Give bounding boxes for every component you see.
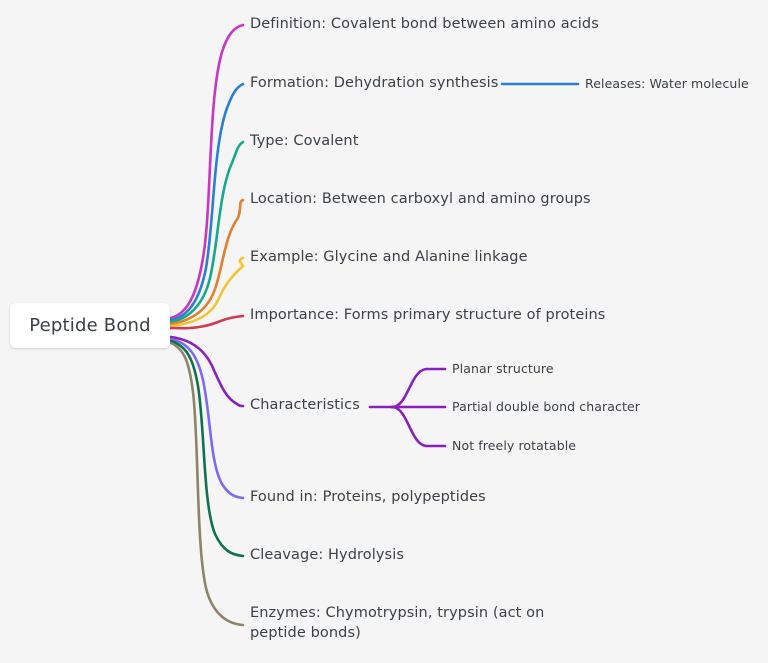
node-planar-structure-label: Planar structure: [452, 361, 554, 376]
edge-definition: [169, 23, 245, 320]
node-definition-label: Definition: Covalent bond between amino …: [250, 16, 599, 32]
edge-importance: [169, 314, 245, 330]
node-type[interactable]: Type: Covalent: [250, 132, 359, 152]
node-location-label: Location: Between carboxyl and amino gro…: [250, 191, 591, 207]
edge-found-in: [169, 337, 245, 500]
node-location[interactable]: Location: Between carboxyl and amino gro…: [250, 190, 591, 210]
node-characteristics-label: Characteristics: [250, 397, 360, 413]
edge-type: [169, 140, 245, 324]
node-cleavage[interactable]: Cleavage: Hydrolysis: [250, 546, 404, 566]
node-example[interactable]: Example: Glycine and Alanine linkage: [250, 248, 528, 268]
sub-branch-edges-characteristics: [368, 367, 447, 448]
node-type-label: Type: Covalent: [250, 133, 359, 149]
node-partial-double-bond-character-label: Partial double bond character: [452, 399, 641, 414]
node-releases-label: Releases: Water molecule: [585, 76, 749, 91]
node-formation[interactable]: Formation: Dehydration synthesis: [250, 74, 498, 94]
node-cleavage-label: Cleavage: Hydrolysis: [250, 547, 404, 563]
node-formation-label: Formation: Dehydration synthesis: [250, 75, 499, 91]
node-found-in[interactable]: Found in: Proteins, polypeptides: [250, 488, 486, 508]
edge-cleavage: [169, 339, 245, 558]
node-planar-structure[interactable]: Planar structure: [452, 361, 554, 378]
branch-edges: [169, 23, 245, 627]
edge-characteristics: [169, 335, 245, 408]
edge-not-freely-rotatable: [390, 405, 447, 448]
node-enzymes[interactable]: Enzymes: Chymotrypsin, trypsin (act on p…: [250, 604, 602, 643]
root-node[interactable]: Peptide Bond: [10, 303, 170, 348]
node-not-freely-rotatable[interactable]: Not freely rotatable: [452, 438, 576, 455]
node-releases[interactable]: Releases: Water molecule: [585, 76, 749, 93]
node-partial-double-bond-character[interactable]: Partial double bond character: [452, 399, 640, 416]
edge-planar-structure: [390, 367, 447, 409]
edge-location: [169, 198, 245, 326]
node-importance[interactable]: Importance: Forms primary structure of p…: [250, 306, 605, 326]
edge-example: [169, 256, 245, 328]
edge-enzymes: [169, 341, 245, 627]
node-example-label: Example: Glycine and Alanine linkage: [250, 249, 528, 265]
edge-formation: [169, 82, 245, 322]
node-characteristics[interactable]: Characteristics: [250, 396, 360, 416]
node-definition[interactable]: Definition: Covalent bond between amino …: [250, 15, 599, 35]
node-importance-label: Importance: Forms primary structure of p…: [250, 307, 606, 323]
node-found-in-label: Found in: Proteins, polypeptides: [250, 489, 486, 505]
node-not-freely-rotatable-label: Not freely rotatable: [452, 438, 577, 453]
node-enzymes-label: Enzymes: Chymotrypsin, trypsin (act on p…: [250, 605, 545, 641]
root-node-label: Peptide Bond: [29, 315, 151, 336]
